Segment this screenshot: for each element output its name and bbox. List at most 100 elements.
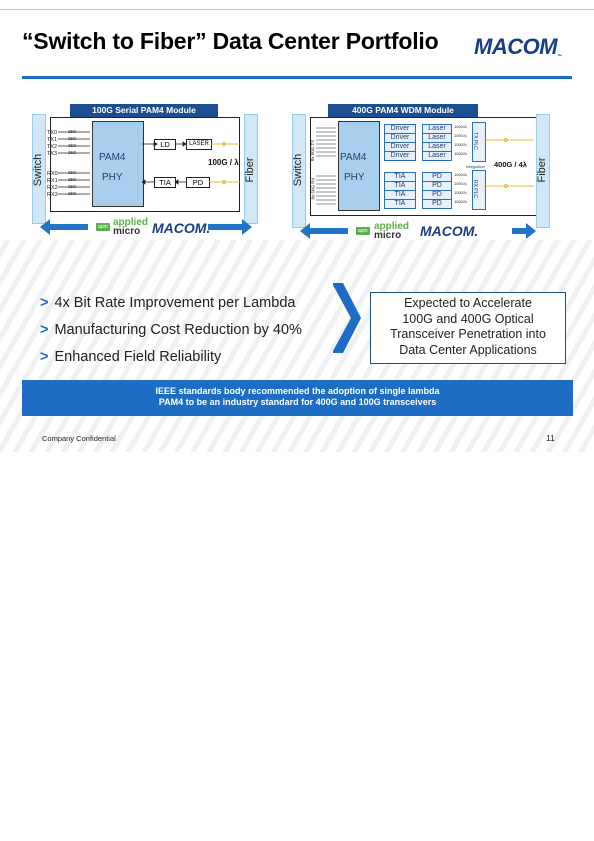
tia-box: TIA — [384, 199, 416, 209]
confidential-label: Company Confidential — [42, 434, 116, 443]
diagram-400g: 400G PAM4 WDM Module Switch Fiber 8x 50G… — [286, 104, 554, 241]
bullet-text: Enhanced Field Reliability — [54, 349, 222, 365]
bullet-marker: > — [40, 349, 49, 365]
diagram-400g-title: 400G PAM4 WDM Module — [328, 104, 478, 117]
chip-label-phy: PHY — [102, 172, 123, 183]
tx-plc — [472, 122, 486, 162]
banner-line: IEEE standards body recommended the adop… — [155, 386, 440, 396]
top-divider — [0, 9, 594, 10]
micro-text: micro — [374, 230, 402, 241]
rx3-label: RX3 — [47, 192, 58, 198]
lambda-rate: 100G/λ — [454, 199, 467, 204]
chip-label-phy: PHY — [344, 172, 365, 183]
rx1-label: RX1 — [47, 178, 58, 184]
callout-line: 100G and 400G Optical — [402, 311, 534, 326]
lambda-rate: 100G/λ — [454, 172, 467, 177]
fiber-label: Fiber — [244, 157, 256, 183]
right-arrow-shaft — [512, 228, 528, 234]
module-frame — [50, 117, 240, 212]
rate-400g: 400G / 4λ — [494, 160, 527, 169]
tm-mark: ™ — [557, 54, 562, 60]
optical-lines — [484, 138, 534, 188]
diagram-100g-title: 100G Serial PAM4 Module — [70, 104, 218, 117]
rx0-label: RX0 — [47, 171, 58, 177]
switch-bar — [32, 114, 46, 224]
page-number: 11 — [546, 433, 555, 443]
pd-box: PD — [422, 199, 452, 209]
macom-small-logo: MACOM. — [152, 220, 211, 236]
right-arrow-head — [526, 223, 536, 239]
banner-line: PAM4 to be an industry standard for 400G… — [158, 397, 437, 407]
callout-line: Expected to Accelerate — [404, 296, 532, 310]
tx0-label: TX0 — [47, 130, 58, 136]
lambda-rate: 100G/λ — [454, 190, 467, 195]
bullet-item: > Manufacturing Cost Reduction by 40% — [40, 322, 302, 338]
chip-label-pam4: PAM4 — [99, 152, 126, 163]
callout-line: Data Center Applications — [399, 342, 537, 357]
chevron-arrow-icon — [333, 283, 361, 353]
left-arrow-head — [40, 219, 50, 235]
tx2-rate: 25G — [68, 143, 77, 148]
lambda-rate: 100G/λ — [454, 151, 467, 156]
switch-bar — [292, 114, 306, 228]
driver-box: Driver — [384, 151, 416, 161]
lambda-rate: 100G/λ — [454, 133, 467, 138]
micro-text: micro — [113, 226, 141, 237]
lane-wires — [58, 131, 90, 195]
rx-plc — [472, 170, 486, 210]
title-rule — [22, 76, 572, 79]
chip-label-pam4: PAM4 — [340, 152, 367, 163]
lambda-rate: 100G/λ — [454, 124, 467, 129]
ieee-banner: IEEE standards body recommended the adop… — [22, 380, 573, 416]
left-arrow-head — [300, 223, 310, 239]
switch-label: Switch — [32, 153, 44, 187]
rate-100g: 100G / λ — [208, 158, 239, 167]
pam4-phy-chip — [92, 121, 144, 207]
applied-text: applied — [374, 221, 410, 232]
bullet-marker: > — [40, 295, 49, 311]
laser-box: Laser — [422, 151, 452, 161]
bullet-marker: > — [40, 322, 49, 338]
rx-plc-label: RX PLC — [472, 179, 479, 199]
tx1-label: TX1 — [47, 137, 58, 143]
apm-badge: apm — [356, 227, 370, 235]
tx3-rate: 25G — [68, 150, 77, 155]
slide-title: “Switch to Fiber” Data Center Portfolio — [22, 28, 439, 54]
left-arrow-shaft — [308, 228, 348, 234]
applied-text: applied — [113, 217, 149, 228]
tx1-rate: 25G — [68, 136, 77, 141]
rx0-rate: 25G — [68, 170, 77, 175]
right-arrow-shaft — [208, 224, 244, 230]
bullet-item: >4x Bit Rate Improvement per Lambda — [40, 295, 295, 311]
fiber-bar — [536, 114, 550, 228]
expected-callout: Expected to Accelerate 100G and 400G Opt… — [370, 292, 566, 364]
laser-box: LASER — [186, 139, 212, 150]
rx2-label: RX2 — [47, 185, 58, 191]
tx3-label: TX3 — [47, 151, 58, 157]
rx3-rate: 25G — [68, 191, 77, 196]
fiber-label: Fiber — [536, 157, 548, 183]
rx-bus-label: 8x 50G RX — [310, 177, 316, 200]
left-arrow-shaft — [48, 224, 88, 230]
macom-logo-text: MACOM — [474, 34, 558, 59]
bullet-item: > Enhanced Field Reliability — [40, 349, 221, 365]
callout-line: Transceiver Penetration into — [390, 327, 546, 341]
tx-plc-label: TX PLC — [471, 132, 478, 150]
macom-logo: MACOM™ — [474, 34, 562, 60]
bus-wires — [316, 127, 336, 205]
lambda-rate: 100G/λ — [454, 142, 467, 147]
macom-small-logo: MACOM. — [420, 223, 479, 239]
diagram-100g: 100G Serial PAM4 Module Switch Fiber TX0… — [30, 104, 260, 239]
tx2-label: TX2 — [47, 144, 58, 150]
apm-badge: apm — [96, 223, 110, 231]
bullet-text: 4x Bit Rate Improvement per Lambda — [54, 295, 296, 311]
right-arrow-head — [242, 219, 252, 235]
bullet-text: Manufacturing Cost Reduction by 40% — [54, 322, 302, 338]
pd-box: PD — [186, 177, 210, 188]
switch-label: Switch — [292, 153, 304, 187]
signal-arrows — [142, 141, 240, 185]
tx0-rate: 25G — [68, 129, 77, 134]
pam4-phy-chip — [338, 121, 380, 211]
rx2-rate: 25G — [68, 184, 77, 189]
lambda-rate: 100G/λ — [454, 181, 467, 186]
